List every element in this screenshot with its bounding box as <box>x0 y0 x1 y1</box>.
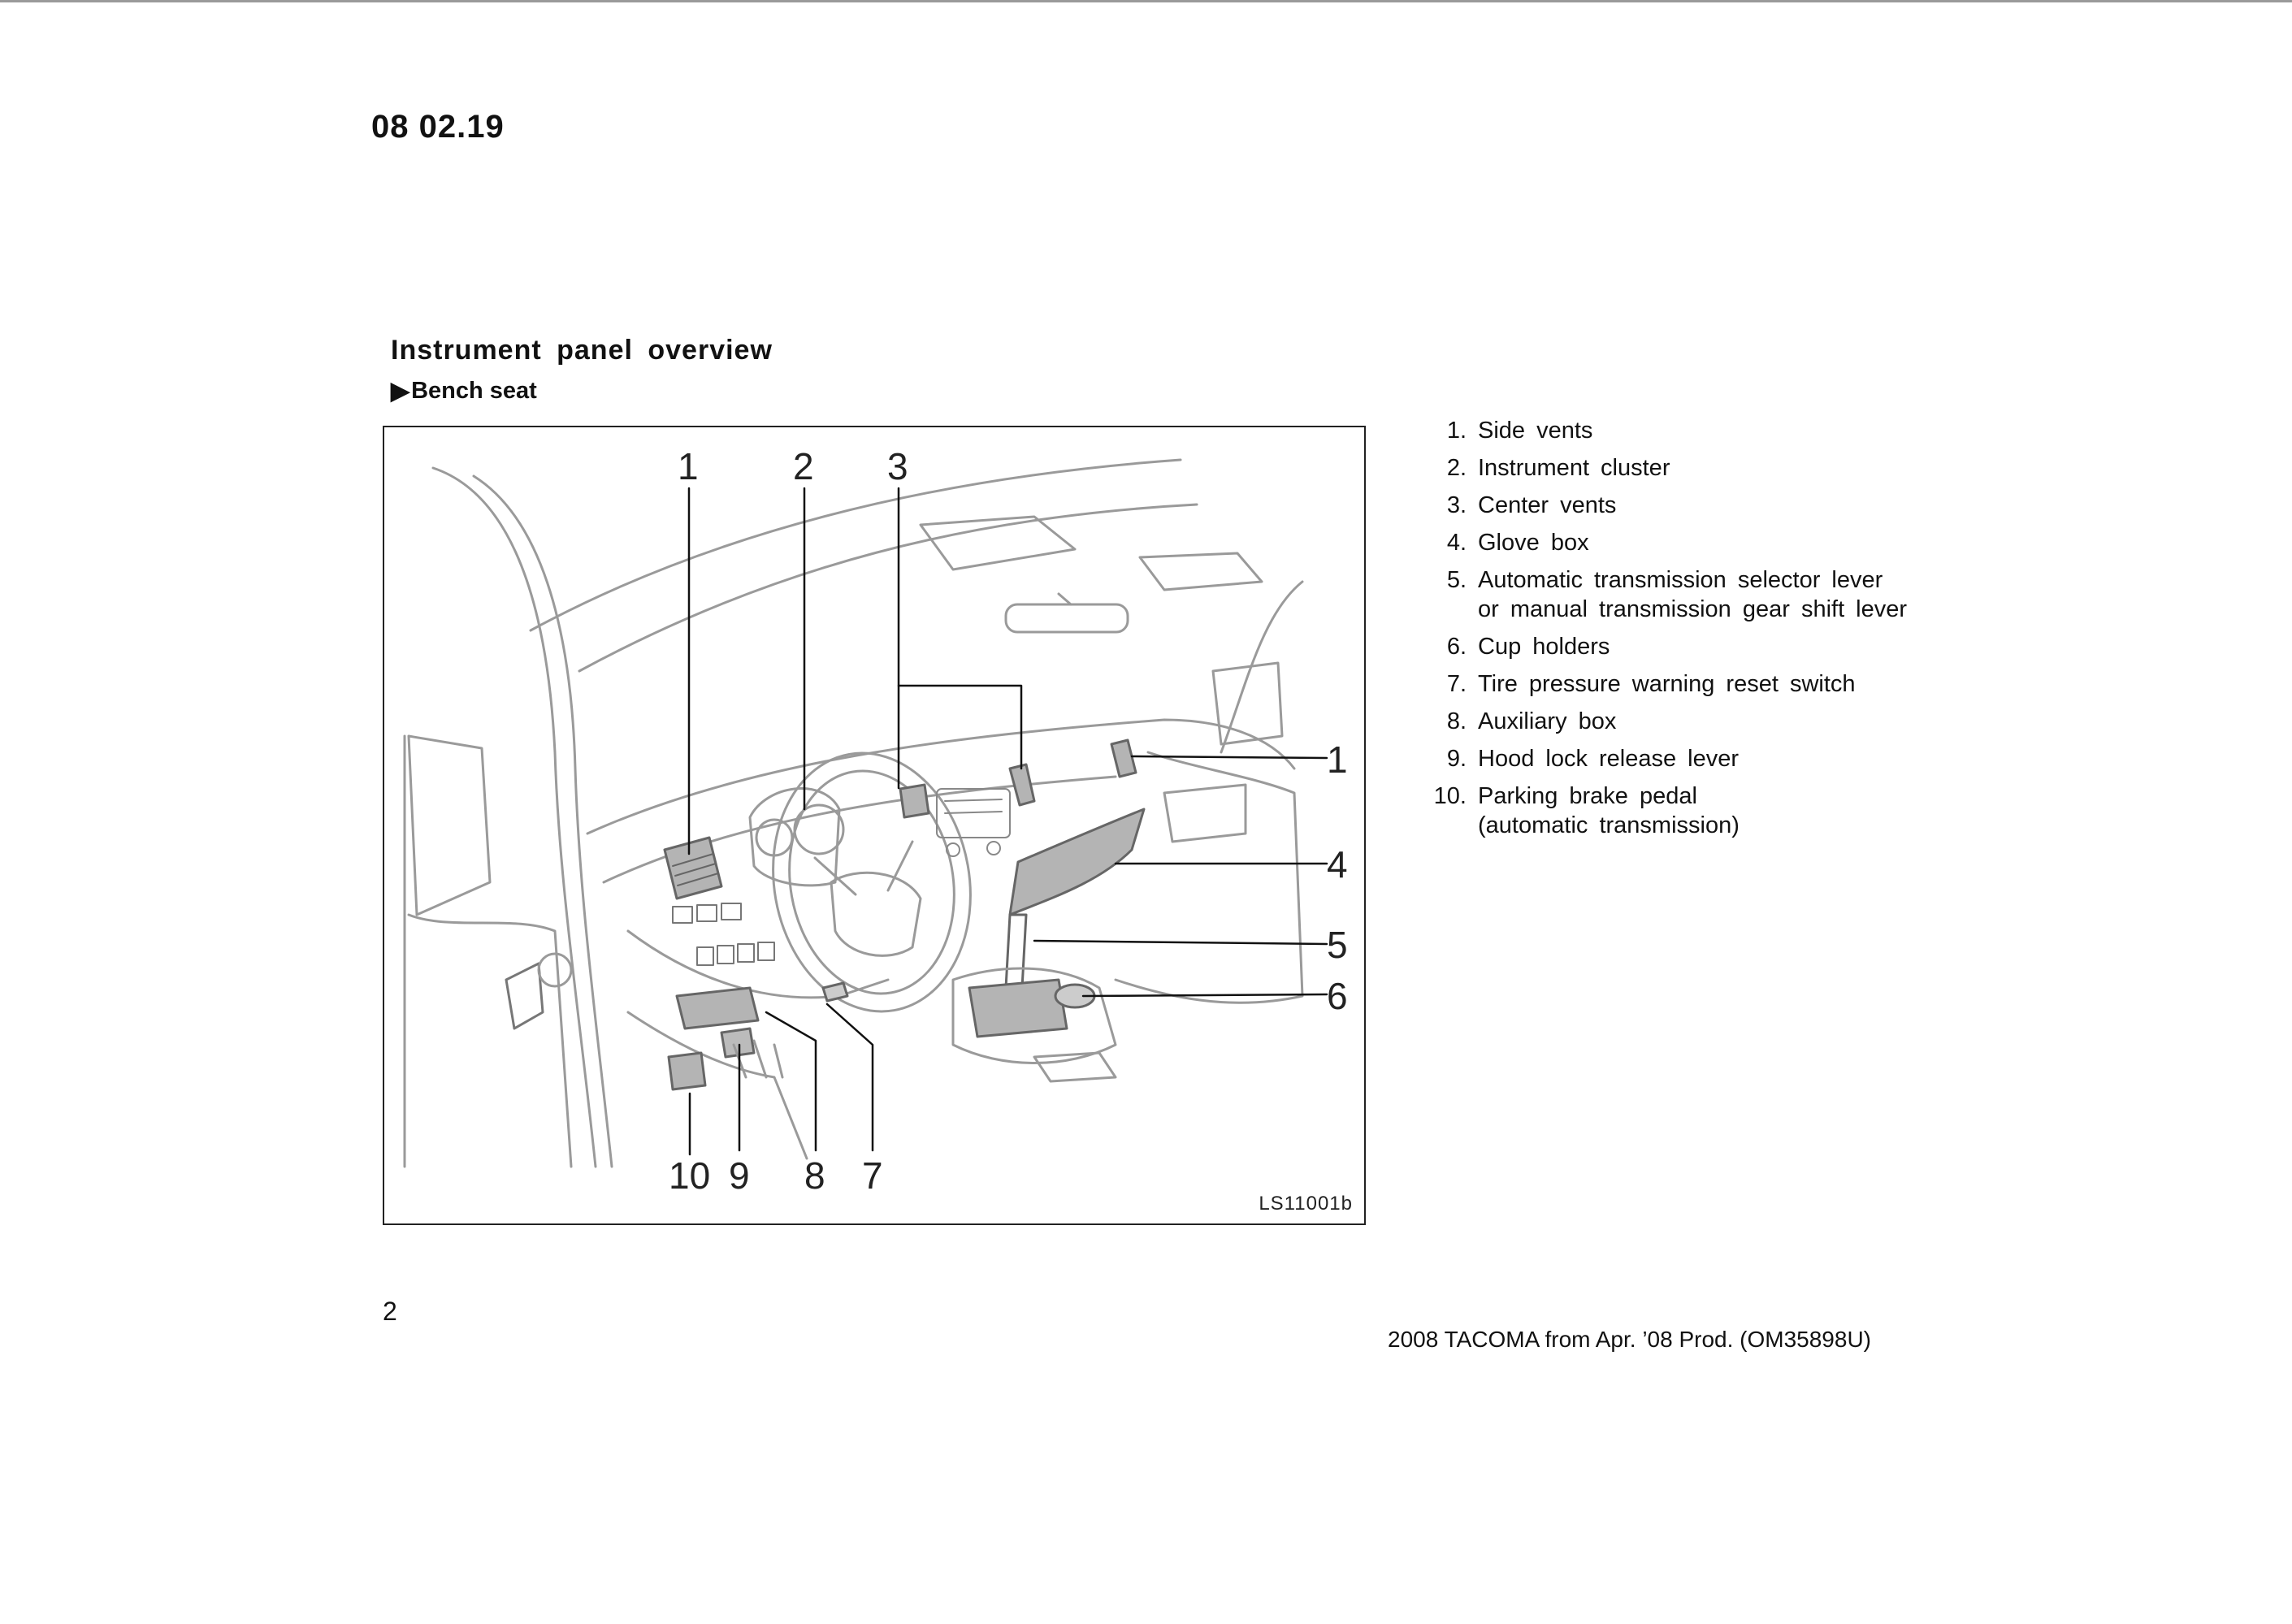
legend-text: Glove box <box>1478 530 1589 556</box>
footer-publication: 2008 TACOMA from Apr. ’08 Prod. (OM35898… <box>1388 1327 1871 1352</box>
left-vent <box>663 836 723 900</box>
center-stack <box>936 788 1011 857</box>
center-vent-left <box>899 783 930 819</box>
legend-text: Side vents <box>1478 418 1593 444</box>
legend-item: 3. Center vents <box>1423 491 1943 520</box>
callout-1-right: 1 <box>1327 738 1348 781</box>
shift-base <box>968 978 1068 1038</box>
rearview-mirror <box>1004 603 1129 634</box>
callout-2: 2 <box>793 445 814 487</box>
legend-number: 4. <box>1446 530 1467 556</box>
legend-text-line-1: Parking brake pedal <box>1478 783 1697 809</box>
hood-lock-lever <box>720 1027 756 1059</box>
callout-4: 4 <box>1327 843 1348 886</box>
legend-text: Auxiliary box <box>1478 708 1617 734</box>
center-console <box>951 967 1117 1064</box>
legend-text: Instrument cluster <box>1478 455 1670 481</box>
legend-item: 10. Parking brake pedal (automatic transmi… <box>1423 782 1943 840</box>
legend-text-line-1: Automatic transmission selector lever <box>1478 567 1883 593</box>
left-mirror <box>407 734 492 916</box>
a-pillar-inner <box>472 474 613 1168</box>
legend-text-line-2: or manual transmission gear shift lever <box>1478 596 1908 622</box>
triangle-marker-icon: ▶ <box>391 378 410 405</box>
right-mirror <box>1211 661 1284 746</box>
callout-7: 7 <box>862 1154 883 1197</box>
subsection-heading: ▶ Bench seat <box>391 377 537 405</box>
legend-number: 8. <box>1446 708 1467 734</box>
auxiliary-box <box>675 986 760 1030</box>
top-rule <box>0 0 2292 2</box>
callout-5: 5 <box>1327 924 1348 966</box>
callout-1-top: 1 <box>678 445 699 487</box>
date-code: 08 02.19 <box>371 109 505 145</box>
legend-item: 9. Hood lock release lever <box>1423 744 1943 773</box>
legend-number: 10. <box>1433 783 1467 809</box>
sun-visor-left <box>919 515 1077 571</box>
legend-text: Cup holders <box>1478 634 1610 660</box>
instrument-cluster <box>748 787 841 887</box>
legend-item: 8. Auxiliary box <box>1423 707 1943 736</box>
left-switch-bank <box>672 903 775 966</box>
figure-code: LS11001b <box>1259 1193 1353 1215</box>
roof-line <box>529 458 1182 632</box>
door-panel <box>407 913 573 1168</box>
instrument-panel-illustration <box>403 458 1328 1168</box>
legend-item: 1. Side vents <box>1423 416 1943 445</box>
legend-text: Tire pressure warning reset switch <box>1478 671 1856 697</box>
right-door <box>1114 751 1304 1004</box>
page-number: 2 <box>383 1297 397 1326</box>
parking-brake-pedal <box>667 1051 707 1091</box>
glove-box <box>1008 808 1146 916</box>
right-pillar <box>1220 580 1304 754</box>
callout-9: 9 <box>729 1154 750 1197</box>
legend-item: 6. Cup holders <box>1423 632 1943 661</box>
legend-number: 6. <box>1446 634 1467 660</box>
speaker <box>537 952 573 988</box>
subsection-label: Bench seat <box>411 378 537 404</box>
legend-item: 4. Glove box <box>1423 528 1943 557</box>
steering-hub <box>830 871 922 957</box>
steering-wheel <box>772 751 972 1013</box>
roof-line-2 <box>578 503 1198 673</box>
legend-number: 3. <box>1446 492 1467 518</box>
legend-number: 7. <box>1446 671 1467 697</box>
legend-text: Automatic transmission selector lever or … <box>1478 565 1943 624</box>
legend-text: Parking brake pedal (automatic transmissi… <box>1478 782 1943 840</box>
tire-pressure-switch <box>821 981 849 1003</box>
dashboard-top <box>586 718 1296 835</box>
legend-item: 2. Instrument cluster <box>1423 453 1943 483</box>
legend-number: 1. <box>1446 418 1467 444</box>
legend-text-line-2: (automatic transmission) <box>1478 812 1740 838</box>
callout-10: 10 <box>669 1154 711 1197</box>
legend-number: 2. <box>1446 455 1467 481</box>
legend-text: Center vents <box>1478 492 1617 518</box>
right-side-vent <box>1110 738 1137 778</box>
center-vent-right <box>1008 763 1036 807</box>
instrument-panel-figure: 1 2 3 1 4 5 6 10 9 8 7 LS11001b <box>383 426 1366 1225</box>
lower-dash <box>626 929 890 999</box>
component-legend: 1. Side vents 2. Instrument cluster 3. Cent… <box>1423 416 1943 848</box>
callout-8: 8 <box>804 1154 825 1197</box>
shift-lever <box>1004 913 1028 990</box>
legend-number: 9. <box>1446 746 1467 772</box>
callout-3: 3 <box>887 445 908 487</box>
legend-item: 7. Tire pressure warning reset switch <box>1423 669 1943 699</box>
section-title: Instrument panel overview <box>391 335 773 366</box>
door-handle <box>505 962 544 1030</box>
callout-6: 6 <box>1327 975 1348 1017</box>
legend-number: 5. <box>1446 567 1467 593</box>
sun-visor-right <box>1138 552 1263 591</box>
legend-item: 5. Automatic transmission selector lever o… <box>1423 565 1943 624</box>
legend-text: Hood lock release lever <box>1478 746 1740 772</box>
a-pillar <box>431 466 597 1168</box>
